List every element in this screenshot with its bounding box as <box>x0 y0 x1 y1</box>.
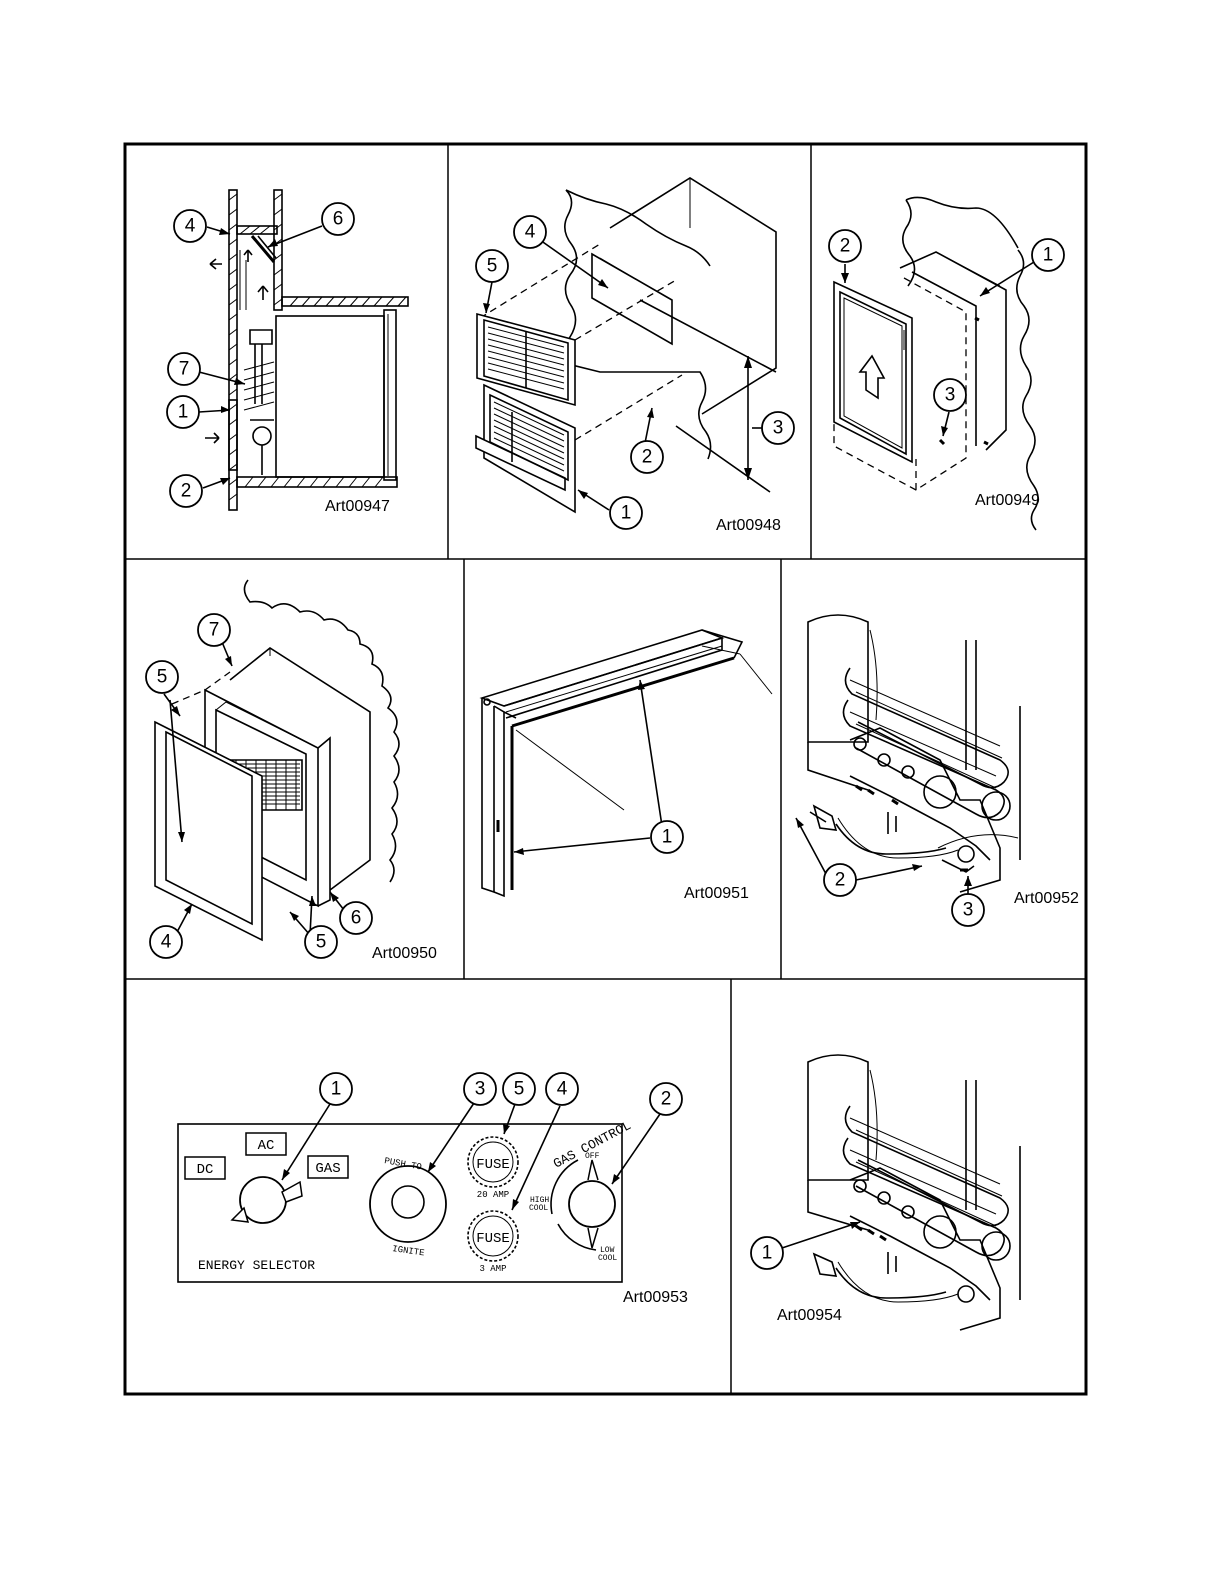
art-label-p8: Art00954 <box>777 1307 842 1324</box>
callout-p2-3: 3 <box>773 418 784 439</box>
ignite-button[interactable] <box>370 1166 446 1242</box>
callout-p5-1: 1 <box>662 827 673 848</box>
art-label-p4: Art00950 <box>372 945 437 962</box>
callout-p2-5: 5 <box>487 256 498 277</box>
panel-art00951: 1 Art00951 <box>482 630 772 902</box>
gas-mode-label: GAS <box>315 1161 340 1177</box>
callout-p4-5-top: 5 <box>157 667 168 688</box>
art-label-p5: Art00951 <box>684 885 749 902</box>
callout-p1-4: 4 <box>185 216 196 237</box>
callout-p4-7: 7 <box>209 620 220 641</box>
callout-p2-4: 4 <box>525 222 536 243</box>
panel-art00950: 7 5 6 5 4 Art00950 <box>146 580 437 962</box>
callout-p7-1: 1 <box>331 1079 342 1100</box>
panel-art00953: AC DC GAS ENERGY SELECTOR PUSH TO IGNITE… <box>178 1073 688 1306</box>
callout-p6-3: 3 <box>963 900 974 921</box>
art-label-p1: Art00947 <box>325 498 390 515</box>
callout-p7-2: 2 <box>661 1089 672 1110</box>
fuse-20-label: FUSE <box>476 1157 510 1173</box>
callout-p1-7: 7 <box>179 359 190 380</box>
dc-mode-label: DC <box>197 1162 214 1178</box>
callout-p8-1: 1 <box>762 1243 773 1264</box>
art-label-p6: Art00952 <box>1014 890 1079 907</box>
gas-low-cool-label: COOL <box>598 1254 617 1263</box>
callout-p7-5: 5 <box>514 1079 525 1100</box>
art-label-p2: Art00948 <box>716 517 781 534</box>
callout-p4-6: 6 <box>351 908 362 929</box>
ac-mode-label: AC <box>258 1138 275 1154</box>
callout-p1-2: 2 <box>181 481 192 502</box>
callout-p2-1: 1 <box>621 503 632 524</box>
callout-p1-1: 1 <box>178 402 189 423</box>
gas-off-label: OFF <box>585 1152 600 1161</box>
callout-p4-4: 4 <box>161 932 172 953</box>
fuse-20-rating: 20 AMP <box>477 1190 509 1200</box>
art-label-p3: Art00949 <box>975 492 1040 509</box>
panel-art00947: 4 6 7 1 2 Art00947 <box>167 190 408 515</box>
fuse-3-rating: 3 AMP <box>479 1264 506 1274</box>
panel-art00949: 2 1 3 Art00949 <box>829 197 1064 530</box>
panel-art00948: 4 5 3 2 1 Art00948 <box>476 178 794 534</box>
panel-art00952: 2 3 Art00952 <box>796 615 1079 926</box>
gas-high-cool-label: COOL <box>529 1204 548 1213</box>
energy-selector-label: ENERGY SELECTOR <box>198 1258 315 1273</box>
callout-p6-2: 2 <box>835 870 846 891</box>
callout-p7-3: 3 <box>475 1079 486 1100</box>
callout-p4-5-bottom: 5 <box>316 932 327 953</box>
callout-p3-1: 1 <box>1043 245 1054 266</box>
callout-p3-3: 3 <box>945 385 956 406</box>
callout-p2-2: 2 <box>642 447 653 468</box>
art-label-p7: Art00953 <box>623 1289 688 1306</box>
panel-art00954: 1 Art00954 <box>751 1055 1020 1330</box>
callout-p1-6: 6 <box>333 209 344 230</box>
callout-p7-4: 4 <box>557 1079 568 1100</box>
fuse-3-label: FUSE <box>476 1231 510 1247</box>
callout-p3-2: 2 <box>840 236 851 257</box>
